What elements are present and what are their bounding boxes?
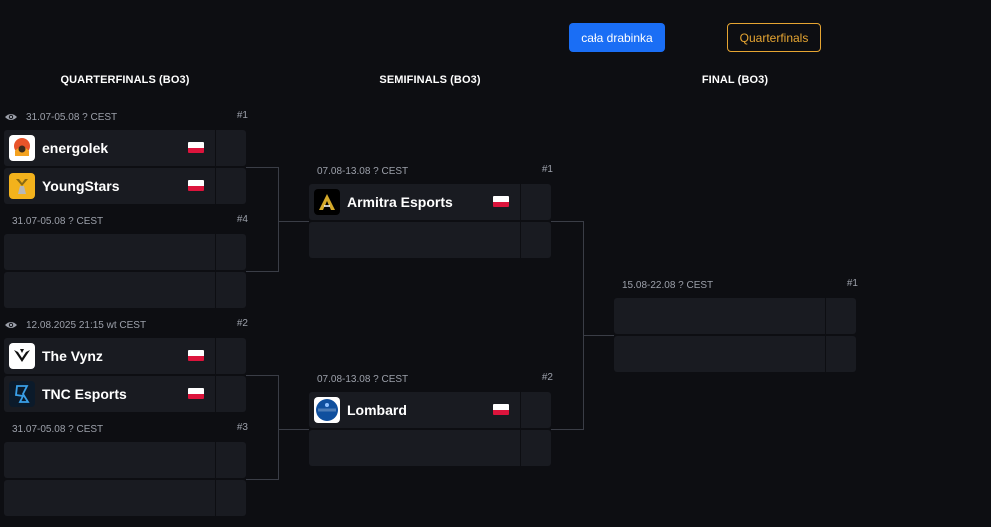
match-date: 07.08-13.08 ? CEST xyxy=(317,165,409,177)
match-meta-qf4: 31.07-05.08 ? CEST #4 xyxy=(12,214,248,228)
bracket-connector xyxy=(278,167,279,272)
match-number: #1 xyxy=(541,164,553,175)
lombard-logo-icon xyxy=(314,397,340,423)
bracket-connector xyxy=(583,335,614,336)
match-date: 31.07-05.08 ? CEST xyxy=(26,111,118,123)
team-name: Armitra Esports xyxy=(347,194,453,210)
match-meta-qf3: 31.07-05.08 ? CEST #3 xyxy=(12,422,248,436)
match-meta-qf1: 31.07-05.08 ? CEST #1 xyxy=(4,110,248,124)
final-heading: FINAL (BO3) xyxy=(701,74,769,86)
team-slot[interactable]: The Vynz xyxy=(4,338,246,374)
bracket-connector xyxy=(551,429,583,430)
the-vynz-logo-icon xyxy=(9,343,35,369)
match-number: #2 xyxy=(541,372,553,383)
full-bracket-button[interactable]: cała drabinka xyxy=(569,23,665,52)
match-number: #1 xyxy=(846,278,858,289)
eye-icon[interactable] xyxy=(4,112,18,122)
score-box xyxy=(215,272,246,308)
score-box xyxy=(215,376,246,412)
team-name: TNC Esports xyxy=(42,386,127,402)
bracket-connector xyxy=(278,221,309,222)
team-slot-empty xyxy=(614,298,856,334)
match-number: #4 xyxy=(236,214,248,225)
bracket-connector xyxy=(551,221,583,222)
score-box xyxy=(520,222,551,258)
bracket-connector xyxy=(246,167,278,168)
team-slot-empty xyxy=(309,222,551,258)
bracket-connector xyxy=(278,429,309,430)
team-slot[interactable]: YoungStars xyxy=(4,168,246,204)
match-number: #1 xyxy=(236,110,248,121)
match-date: 31.07-05.08 ? CEST xyxy=(12,423,104,435)
score-box xyxy=(825,298,856,334)
match-number: #2 xyxy=(236,318,248,329)
team-slot[interactable]: Armitra Esports xyxy=(309,184,551,220)
semifinals-heading: SEMIFINALS (BO3) xyxy=(379,74,481,86)
score-box xyxy=(215,442,246,478)
match-meta-sf2: 07.08-13.08 ? CEST #2 xyxy=(317,372,553,386)
team-name: The Vynz xyxy=(42,348,103,364)
quarterfinals-heading: QUARTERFINALS (BO3) xyxy=(60,74,190,86)
score-box xyxy=(215,234,246,270)
match-meta-sf1: 07.08-13.08 ? CEST #1 xyxy=(317,164,553,178)
team-slot-empty xyxy=(4,480,246,516)
score-box xyxy=(215,168,246,204)
team-slot[interactable]: TNC Esports xyxy=(4,376,246,412)
bracket-connector xyxy=(246,479,278,480)
match-date: 31.07-05.08 ? CEST xyxy=(12,215,104,227)
match-meta-qf2: 12.08.2025 21:15 wt CEST #2 xyxy=(4,318,248,332)
youngstars-logo-icon xyxy=(9,173,35,199)
poland-flag-icon xyxy=(188,180,204,191)
poland-flag-icon xyxy=(188,142,204,153)
poland-flag-icon xyxy=(188,388,204,399)
poland-flag-icon xyxy=(493,196,509,207)
bracket-connector xyxy=(583,221,584,430)
team-slot[interactable]: energolek xyxy=(4,130,246,166)
match-date: 12.08.2025 21:15 wt CEST xyxy=(26,319,147,331)
team-slot-empty xyxy=(4,272,246,308)
team-slot-empty xyxy=(4,234,246,270)
score-box xyxy=(520,184,551,220)
tnc-esports-logo-icon xyxy=(9,381,35,407)
team-slot[interactable]: Lombard xyxy=(309,392,551,428)
poland-flag-icon xyxy=(188,350,204,361)
score-box xyxy=(215,130,246,166)
team-slot-empty xyxy=(614,336,856,372)
bracket-connector xyxy=(278,375,279,480)
team-slot-empty xyxy=(4,442,246,478)
match-date: 15.08-22.08 ? CEST xyxy=(622,279,714,291)
stage-select-button[interactable]: Quarterfinals xyxy=(727,23,821,52)
score-box xyxy=(215,338,246,374)
match-date: 07.08-13.08 ? CEST xyxy=(317,373,409,385)
match-number: #3 xyxy=(236,422,248,433)
team-name: energolek xyxy=(42,140,109,156)
score-box xyxy=(215,480,246,516)
bracket-connector xyxy=(246,375,278,376)
score-box xyxy=(520,392,551,428)
bracket-connector xyxy=(246,271,278,272)
poland-flag-icon xyxy=(493,404,509,415)
score-box xyxy=(825,336,856,372)
energolek-logo-icon xyxy=(9,135,35,161)
team-name: Lombard xyxy=(347,402,407,418)
armitra-logo-icon xyxy=(314,189,340,215)
eye-icon[interactable] xyxy=(4,320,18,330)
team-name: YoungStars xyxy=(42,178,120,194)
score-box xyxy=(520,430,551,466)
match-meta-final: 15.08-22.08 ? CEST #1 xyxy=(622,278,858,292)
team-slot-empty xyxy=(309,430,551,466)
